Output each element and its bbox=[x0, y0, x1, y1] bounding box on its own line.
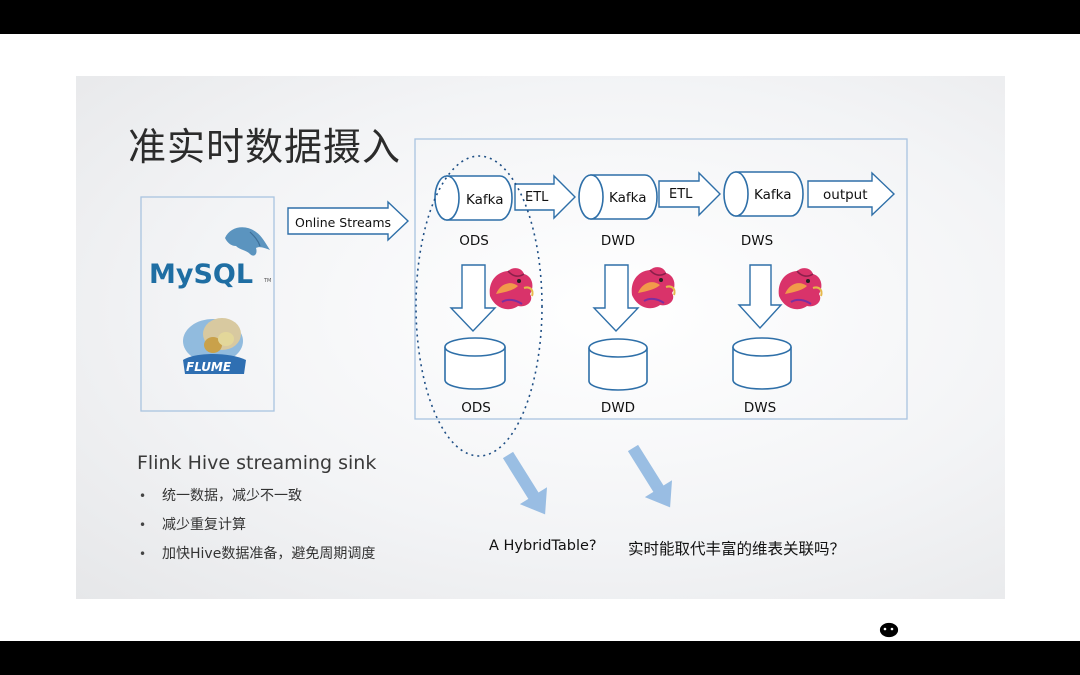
down-arrow-dwd bbox=[592, 264, 640, 333]
bottom-black-bar bbox=[0, 641, 1080, 675]
hive-dws-cylinder bbox=[732, 337, 792, 390]
svg-text:Kafka: Kafka bbox=[609, 190, 647, 206]
top-black-bar bbox=[0, 0, 1080, 34]
stage-label-dws-bottom: DWS bbox=[744, 400, 776, 416]
svg-text:TM: TM bbox=[263, 278, 271, 284]
kafka-dwd-cylinder: Kafka bbox=[578, 174, 658, 220]
etl-arrow-2: ETL bbox=[658, 171, 721, 217]
svg-text:Kafka: Kafka bbox=[754, 187, 792, 203]
dimension-question: 实时能取代丰富的维表关联吗？ bbox=[628, 540, 846, 558]
flume-logo-icon: FLUME bbox=[183, 318, 246, 374]
sink-title: Flink Hive streaming sink bbox=[137, 452, 377, 474]
list-item: 统一数据，减少不一致 bbox=[137, 486, 375, 515]
hive-ods-cylinder bbox=[444, 337, 506, 390]
flink-icon-dws bbox=[777, 267, 823, 311]
svg-text:Online Streams: Online Streams bbox=[295, 215, 391, 230]
output-arrow: output bbox=[807, 171, 896, 217]
flink-icon-ods bbox=[488, 267, 534, 311]
etl-arrow-1: ETL bbox=[514, 174, 576, 220]
svg-text:ETL: ETL bbox=[669, 187, 693, 202]
sink-bullet-list: 统一数据，减少不一致 减少重复计算 加快Hive数据准备，避免周期调度 bbox=[137, 486, 375, 573]
sources-frame bbox=[140, 196, 275, 412]
watermark: 大数据羊说 bbox=[862, 612, 1015, 642]
kafka-ods-cylinder: Kafka bbox=[434, 175, 513, 221]
pointer-arrow-hybrid bbox=[502, 451, 548, 515]
ods-highlight-ellipse bbox=[415, 155, 543, 457]
down-arrow-ods bbox=[449, 264, 497, 333]
pointer-arrow-dimension bbox=[627, 444, 673, 508]
online-streams-arrow: Online Streams bbox=[287, 200, 410, 242]
stage-label-dwd-top: DWD bbox=[601, 233, 635, 249]
list-item: 加快Hive数据准备，避免周期调度 bbox=[137, 544, 375, 573]
list-item: 减少重复计算 bbox=[137, 515, 375, 544]
svg-text:ETL: ETL bbox=[525, 190, 549, 205]
watermark-text: 大数据羊说 bbox=[910, 616, 1015, 640]
down-arrow-dws bbox=[737, 264, 783, 330]
svg-text:FLUME: FLUME bbox=[186, 360, 232, 374]
pipeline-frame bbox=[414, 138, 908, 420]
svg-text:Kafka: Kafka bbox=[466, 192, 504, 208]
stage-label-ods-top: ODS bbox=[459, 233, 489, 249]
kafka-dws-cylinder: Kafka bbox=[723, 171, 804, 217]
stage-label-ods-bottom: ODS bbox=[461, 400, 491, 416]
hybrid-table-question: A HybridTable? bbox=[489, 538, 597, 554]
stage-label-dwd-bottom: DWD bbox=[601, 400, 635, 416]
mysql-logo-icon: MySQL TM bbox=[149, 227, 271, 290]
slide-title: 准实时数据摄入 bbox=[128, 125, 402, 169]
flink-icon-dwd bbox=[630, 266, 676, 310]
hive-dwd-cylinder bbox=[588, 338, 648, 391]
svg-text:output: output bbox=[823, 187, 868, 203]
stage-label-dws-top: DWS bbox=[741, 233, 773, 249]
wechat-icon bbox=[863, 613, 900, 641]
svg-text:MySQL: MySQL bbox=[149, 259, 253, 290]
